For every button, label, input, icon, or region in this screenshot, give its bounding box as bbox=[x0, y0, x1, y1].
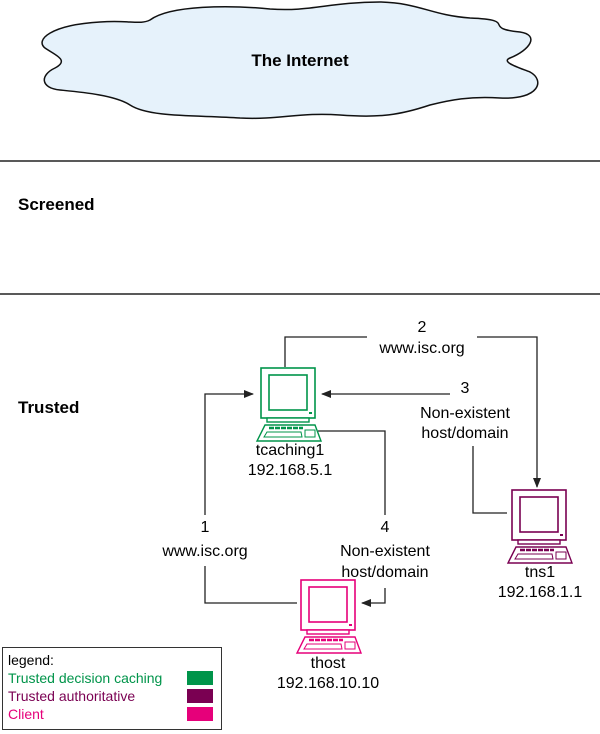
flow-3-text-line2: host/domain bbox=[421, 425, 509, 442]
thost-computer-icon bbox=[295, 578, 363, 655]
legend-item-label: Trusted authoritative bbox=[8, 688, 136, 704]
legend-swatch bbox=[187, 707, 213, 721]
legend-swatch bbox=[187, 689, 213, 703]
tns1-name: tns1 bbox=[524, 564, 556, 581]
tcaching1-name: tcaching1 bbox=[255, 442, 325, 459]
flow-2-step: 2 bbox=[417, 319, 427, 336]
flow-2-line bbox=[284, 336, 367, 367]
flow-2-line-b bbox=[477, 336, 541, 488]
legend-swatch bbox=[187, 671, 213, 685]
flow-1-line bbox=[204, 390, 254, 515]
flow-4-line-b bbox=[361, 588, 386, 607]
tns1-ip: 192.168.1.1 bbox=[497, 584, 583, 601]
flow-3-line-b bbox=[472, 446, 507, 514]
legend-item-trusted-authoritative: Trusted authoritative bbox=[8, 687, 216, 705]
legend-title: legend: bbox=[8, 652, 54, 668]
flow-1-line-b bbox=[204, 566, 297, 604]
legend-item-client: Client bbox=[8, 705, 216, 723]
flow-4-step: 4 bbox=[380, 519, 390, 536]
flow-2-text: www.isc.org bbox=[379, 340, 465, 357]
thost-ip: 192.168.10.10 bbox=[276, 675, 380, 692]
legend-item-label: Trusted decision caching bbox=[8, 670, 163, 686]
tns1-computer-icon bbox=[506, 488, 574, 565]
tcaching1-computer-icon bbox=[255, 366, 323, 443]
flow-4-text-line1: Non-existent bbox=[340, 543, 430, 560]
tcaching1-ip: 192.168.5.1 bbox=[247, 462, 333, 479]
legend-item-trusted-decision-caching: Trusted decision caching bbox=[8, 669, 216, 687]
zone-label-screened: Screened bbox=[18, 195, 95, 214]
flow-3-text-line1: Non-existent bbox=[420, 405, 510, 422]
thost-name: thost bbox=[310, 655, 346, 672]
flow-1-step: 1 bbox=[200, 519, 210, 536]
internet-cloud bbox=[41, 1, 539, 120]
internet-label: The Internet bbox=[251, 51, 349, 70]
flow-4-text-line2: host/domain bbox=[341, 564, 429, 581]
flow-4-line bbox=[318, 430, 386, 515]
zone-label-trusted: Trusted bbox=[18, 398, 80, 417]
flow-3-step: 3 bbox=[460, 380, 470, 397]
legend: legend: Trusted decision caching Trusted… bbox=[2, 647, 222, 730]
flow-1-text: www.isc.org bbox=[162, 543, 248, 560]
legend-item-label: Client bbox=[8, 706, 44, 722]
